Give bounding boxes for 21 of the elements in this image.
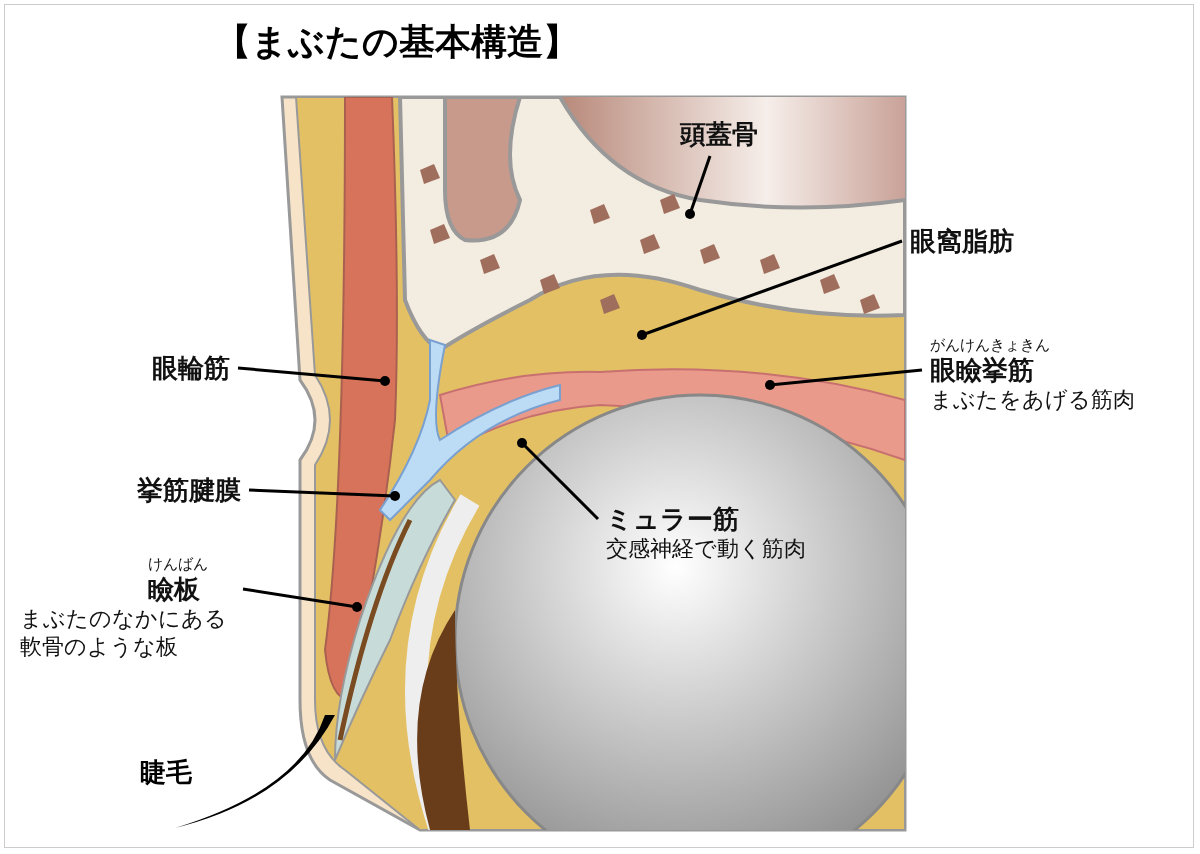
leader-line xyxy=(242,587,362,612)
part-label: 挙筋腱膜 xyxy=(137,474,241,506)
part-description: まぶたをあげる筋肉 xyxy=(930,386,1135,414)
part-description: 交感神経で動く筋肉 xyxy=(606,535,806,563)
part-description: まぶたのなかにある軟骨のような板 xyxy=(20,605,228,661)
leader-line xyxy=(237,366,390,386)
furigana-reading: がんけんきょきん xyxy=(930,336,1051,354)
leader-line xyxy=(765,368,923,390)
part-label: 頭蓋骨 xyxy=(680,118,758,150)
part-label: 眼瞼挙筋 xyxy=(930,354,1035,386)
leader-line xyxy=(685,155,712,219)
leader-line xyxy=(248,488,400,501)
part-label: ミュラー筋 xyxy=(606,503,740,535)
title: 【まぶたの基本構造】 xyxy=(215,20,579,64)
part-label: 眼窩脂肪 xyxy=(910,225,1014,257)
furigana-reading: けんばん xyxy=(148,555,209,573)
part-label: 眼輪筋 xyxy=(152,352,230,384)
leader-line xyxy=(637,239,903,340)
leader-line xyxy=(517,438,600,521)
part-label: 瞼板 xyxy=(148,573,201,605)
part-label: 睫毛 xyxy=(140,756,192,789)
